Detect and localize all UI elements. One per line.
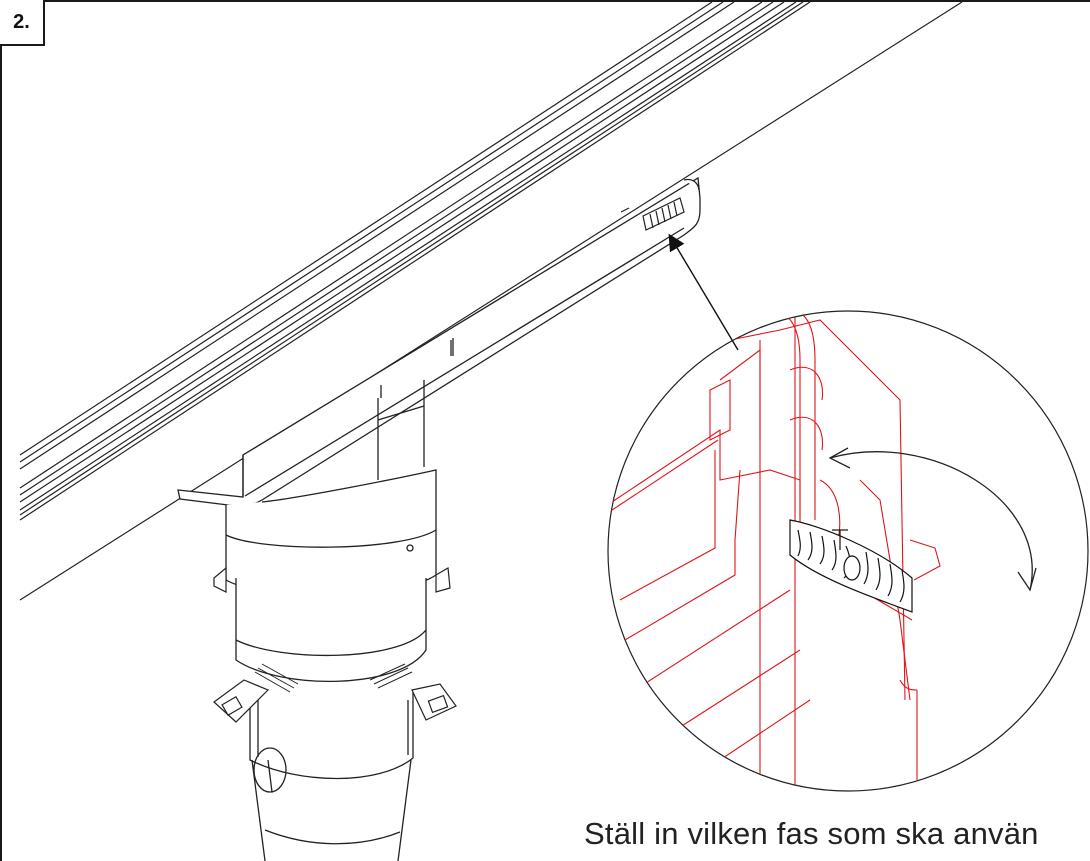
detail-magnifier: [607, 310, 1089, 792]
phase-selector-wheel: [620, 197, 685, 231]
instruction-caption: Ställ in vilken fas som ska använ: [584, 816, 1039, 851]
rotation-arrow-down-icon: [1017, 567, 1037, 592]
mounting-ears: [213, 566, 457, 723]
detail-drawing-red: [608, 311, 941, 790]
rotation-arc: [829, 451, 1033, 591]
rail: [19, 1, 963, 601]
step-number: 2.: [0, 0, 45, 46]
cylinder-base: [225, 469, 437, 861]
leader-arrow: [668, 233, 739, 351]
rotation-arrow-left-icon: [828, 447, 851, 469]
wheel-closeup: [789, 519, 913, 613]
